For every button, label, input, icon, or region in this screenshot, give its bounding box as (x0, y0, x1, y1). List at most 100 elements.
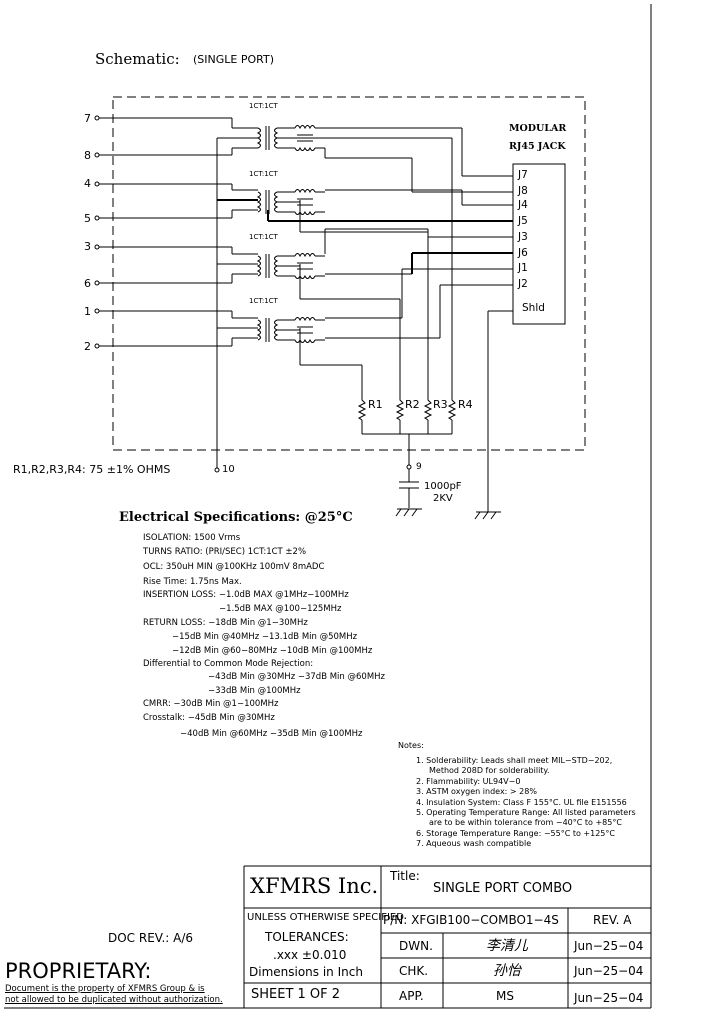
spec-line: −33dB Min @100MHz (208, 686, 301, 696)
jack-pin-label: J2 (518, 278, 528, 290)
connector-title-1: MODULAR (509, 123, 567, 134)
pin-9-terminal (406, 464, 412, 470)
company-name: XFMRS Inc. (250, 874, 379, 898)
spec-line: −15dB Min @40MHz −13.1dB Min @50MHz (172, 632, 358, 642)
transformer-1 (256, 125, 325, 151)
secondary-wiring (267, 127, 513, 512)
notes-title: Notes: (398, 741, 424, 750)
capacitor-voltage: 2KV (433, 493, 453, 504)
drawn-signature: 李清儿 (486, 938, 528, 954)
schematic-subtitle: (SINGLE PORT) (193, 53, 274, 66)
resistor-1 (357, 398, 367, 421)
shield-label: Shld (522, 302, 545, 314)
approved-by: MS (496, 989, 514, 1003)
resistor-label: R2 (405, 398, 420, 411)
schematic-title: Schematic: (95, 50, 180, 68)
spec-line: Differential to Common Mode Rejection: (143, 659, 314, 669)
resistor-label: R3 (433, 398, 448, 411)
spec-line: −1.5dB MAX @100−125MHz (219, 604, 342, 614)
drawn-label: DWN. (399, 939, 433, 953)
spec-line: −40dB Min @60MHz −35dB Min @100MHz (180, 729, 363, 739)
proprietary-line-1: Document is the property of XFMRS Group … (5, 984, 205, 994)
pin-label: 5 (84, 212, 91, 225)
resistor-3 (423, 398, 433, 421)
part-number: P/N: XFGIB100−COMBO1−4S (383, 913, 559, 927)
doc-revision: DOC REV.: A/6 (108, 931, 194, 945)
note-line: 7. Aqueous wash compatible (416, 839, 532, 848)
note-line: 4. Insulation System: Class F 155°C. UL … (416, 798, 627, 807)
resistor-label: R1 (368, 398, 383, 411)
checked-label: CHK. (399, 964, 429, 978)
proprietary-title: PROPRIETARY: (5, 959, 152, 983)
pin-label: 7 (84, 112, 91, 125)
note-line: are to be within tolerance from −40°C to… (429, 818, 622, 827)
specs-title: Electrical Specifications: @25°C (119, 510, 353, 525)
pin-label: 6 (84, 277, 91, 290)
left-pin-leads (94, 115, 232, 349)
transformer-3 (256, 253, 325, 279)
spec-line: CMRR: −30dB Min @1−100MHz (143, 699, 279, 709)
rj45-jack-box (512, 163, 566, 325)
pin-10-terminal (214, 467, 220, 473)
jack-pin-label: J3 (518, 231, 528, 243)
resistor-2 (395, 398, 405, 421)
transformer-ratio-label: 1CT:1CT (249, 102, 278, 110)
note-line: 3. ASTM oxygen index: > 28% (416, 787, 537, 796)
unless-specified: UNLESS OTHERWISE SPECIFIED (247, 912, 404, 923)
primary-wiring (216, 118, 258, 468)
note-line: 5. Operating Temperature Range: All list… (416, 808, 636, 817)
jack-pin-label: J4 (518, 199, 528, 211)
termination-resistors (357, 398, 457, 465)
date-checked: Jun−25−04 (574, 964, 644, 978)
spec-line: −43dB Min @30MHz −37dB Min @60MHz (208, 672, 386, 682)
transformer-ratio-label: 1CT:1CT (249, 170, 278, 178)
note-line: Method 208D for solderability. (429, 766, 550, 775)
jack-pin-label: J8 (518, 185, 528, 197)
pin-label: 2 (84, 340, 91, 353)
chassis-ground-shield (474, 511, 501, 520)
pin-label: 3 (84, 240, 91, 253)
note-line: 2. Flammability: UL94V−0 (416, 777, 521, 786)
resistor-label: R4 (458, 398, 473, 411)
sheet-number: SHEET 1 OF 2 (251, 987, 341, 1002)
date-drawn: Jun−25−04 (574, 939, 644, 953)
tolerances-label: TOLERANCES: (265, 930, 349, 944)
tolerance-value: .xxx ±0.010 (273, 948, 347, 962)
jack-pin-label: J6 (518, 247, 528, 259)
spec-line: Crosstalk: −45dB Min @30MHz (143, 713, 275, 723)
transformer-ratio-label: 1CT:1CT (249, 297, 278, 305)
capacitor (399, 469, 419, 508)
module-outline (112, 96, 586, 451)
note-line: 1. Solderability: Leads shall meet MIL−S… (416, 756, 613, 765)
jack-pin-label: J7 (518, 169, 528, 181)
note-line: 6. Storage Temperature Range: −55°C to +… (416, 829, 615, 838)
spec-line: ISOLATION: 1500 Vrms (143, 533, 241, 543)
jack-pin-label: J5 (518, 215, 528, 227)
checked-signature: 孙怡 (493, 963, 521, 979)
spec-line: INSERTION LOSS: −1.0dB MAX @1MHz−100MHz (143, 590, 349, 600)
jack-pin-label: J1 (518, 262, 528, 274)
proprietary-line-2: not allowed to be duplicated without aut… (5, 995, 223, 1005)
transformers (256, 125, 325, 343)
spec-line: RETURN LOSS: −18dB Min @1−30MHz (143, 618, 308, 628)
transformer-4 (256, 317, 325, 343)
resistor-value-note: R1,R2,R3,R4: 75 ±1% OHMS (13, 463, 171, 476)
pin-9-label: 9 (416, 462, 422, 472)
revision: REV. A (593, 913, 632, 927)
connector-title-2: RJ45 JACK (509, 141, 566, 152)
transformer-ratio-label: 1CT:1CT (249, 233, 278, 241)
spec-line: TURNS RATIO: (PRI/SEC) 1CT:1CT ±2% (143, 547, 307, 557)
title-block-grid (243, 865, 651, 1008)
spec-line: OCL: 350uH MIN @100KHz 100mV 8mADC (143, 562, 325, 572)
dimensions-units: Dimensions in Inch (249, 965, 363, 979)
spec-line: Rise Time: 1.75ns Max. (143, 577, 242, 587)
pin-label: 8 (84, 149, 91, 162)
pin-10-label: 10 (222, 464, 235, 475)
pin-label: 1 (84, 305, 91, 318)
spec-line: −12dB Min @60−80MHz −10dB Min @100MHz (172, 646, 373, 656)
drawing-title: SINGLE PORT COMBO (433, 881, 573, 896)
capacitor-value: 1000pF (424, 481, 462, 492)
chassis-ground-cap (395, 508, 422, 517)
